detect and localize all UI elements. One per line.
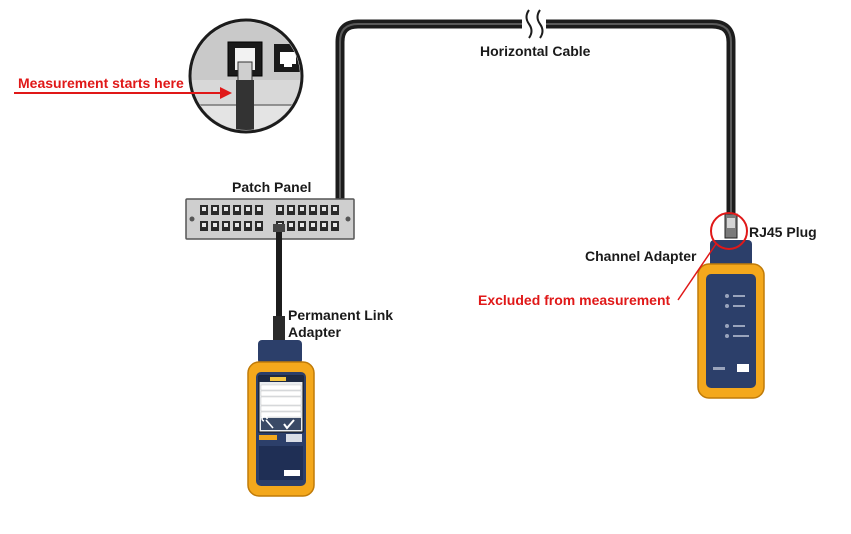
label-excluded: Excluded from measurement — [478, 292, 671, 308]
excluded-highlight-circle — [710, 212, 748, 250]
patch-port-contact — [278, 207, 282, 211]
patch-port-contact — [289, 223, 293, 227]
patch-port-contact — [224, 207, 228, 211]
patch-port-contact — [246, 223, 250, 227]
wrench-icon — [261, 415, 274, 429]
patch-port-contact — [322, 207, 326, 211]
patch-port-contact — [213, 223, 217, 227]
patch-port-contact — [213, 207, 217, 211]
remote-tester — [697, 263, 765, 399]
patch-panel-ports — [200, 205, 339, 231]
patch-port-contact — [311, 223, 315, 227]
patch-port-contact — [224, 223, 228, 227]
checkmark-icon — [283, 419, 295, 430]
label-measurement-start: Measurement starts here — [18, 75, 184, 91]
cable-break-icon — [522, 9, 546, 39]
magnified-inset — [188, 18, 304, 134]
patch-port-contact — [333, 223, 337, 227]
label-channel-adapter: Channel Adapter — [585, 248, 697, 264]
patch-port-contact — [311, 207, 315, 211]
excluded-pointer — [677, 243, 717, 301]
patch-port-contact — [202, 207, 206, 211]
rj45-jack-icon — [274, 44, 300, 72]
patch-port-contact — [322, 223, 326, 227]
patch-port-contact — [235, 207, 239, 211]
patch-port-contact — [300, 223, 304, 227]
patch-port-contact — [333, 207, 337, 211]
permanent-link-cable — [276, 228, 282, 324]
patch-panel — [185, 198, 355, 240]
label-patch-panel: Patch Panel — [232, 179, 311, 195]
label-rj45-plug: RJ45 Plug — [749, 224, 817, 240]
main-tester — [247, 340, 315, 497]
patch-port-contact — [300, 207, 304, 211]
patch-port-contact — [289, 207, 293, 211]
patch-port-contact — [246, 207, 250, 211]
patch-port-contact — [257, 223, 261, 227]
patch-port-contact — [202, 223, 206, 227]
label-permanent-link-adapter-1: Permanent Link — [288, 307, 393, 323]
label-permanent-link-adapter-2: Adapter — [288, 324, 341, 340]
patch-port-contact — [257, 207, 261, 211]
patch-port-contact — [235, 223, 239, 227]
label-horizontal-cable: Horizontal Cable — [480, 43, 591, 59]
